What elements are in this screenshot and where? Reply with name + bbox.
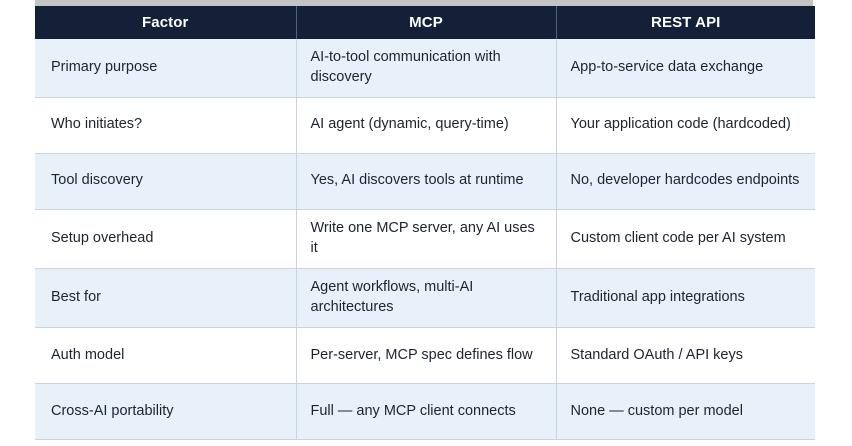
mcp-vs-rest-comparison-table: Factor MCP REST API Primary purpose AI-t… bbox=[35, 6, 815, 441]
cell-mcp: Per-server, MCP spec defines flow bbox=[296, 327, 557, 385]
column-header-mcp: MCP bbox=[296, 6, 557, 39]
cell-rest-api: Your application code (hardcoded) bbox=[556, 97, 815, 155]
comparison-table-container: Factor MCP REST API Primary purpose AI-t… bbox=[35, 6, 815, 441]
cell-rest-api: Standard OAuth / API keys bbox=[556, 327, 815, 385]
table-row: Primary purpose AI-to-tool communication… bbox=[35, 39, 815, 99]
cell-rest-api: Custom client code per AI system bbox=[556, 209, 815, 270]
cell-factor: Who initiates? bbox=[35, 97, 297, 155]
table-row: Who initiates? AI agent (dynamic, query-… bbox=[35, 97, 815, 155]
table-row: Auth model Per-server, MCP spec defines … bbox=[35, 327, 815, 385]
cell-factor: Auth model bbox=[35, 327, 297, 385]
cell-rest-api: App-to-service data exchange bbox=[556, 39, 815, 99]
table-row: Tool discovery Yes, AI discovers tools a… bbox=[35, 153, 815, 211]
table-body: Primary purpose AI-to-tool communication… bbox=[35, 39, 815, 441]
cell-rest-api: No, developer hardcodes endpoints bbox=[556, 153, 815, 211]
cell-factor: Cross-AI portability bbox=[35, 383, 297, 441]
cell-factor: Tool discovery bbox=[35, 153, 297, 211]
cell-rest-api: Traditional app integrations bbox=[556, 268, 815, 329]
table-header-row: Factor MCP REST API bbox=[35, 6, 815, 39]
table-header: Factor MCP REST API bbox=[35, 6, 815, 39]
cell-mcp: Write one MCP server, any AI uses it bbox=[296, 209, 557, 270]
cell-factor: Best for bbox=[35, 268, 297, 329]
table-row: Setup overhead Write one MCP server, any… bbox=[35, 209, 815, 270]
cell-rest-api: None — custom per model bbox=[556, 383, 815, 441]
table-top-strip bbox=[35, 0, 813, 6]
cell-mcp: Agent workflows, multi-AI architectures bbox=[296, 268, 557, 329]
cell-mcp: AI-to-tool communication with discovery bbox=[296, 39, 557, 99]
cell-mcp: AI agent (dynamic, query-time) bbox=[296, 97, 557, 155]
column-header-factor: Factor bbox=[35, 6, 297, 39]
table-row: Best for Agent workflows, multi-AI archi… bbox=[35, 268, 815, 329]
cell-factor: Setup overhead bbox=[35, 209, 297, 270]
cell-mcp: Full — any MCP client connects bbox=[296, 383, 557, 441]
column-header-rest-api: REST API bbox=[556, 6, 815, 39]
table-row: Cross-AI portability Full — any MCP clie… bbox=[35, 383, 815, 441]
cell-mcp: Yes, AI discovers tools at runtime bbox=[296, 153, 557, 211]
cell-factor: Primary purpose bbox=[35, 39, 297, 99]
